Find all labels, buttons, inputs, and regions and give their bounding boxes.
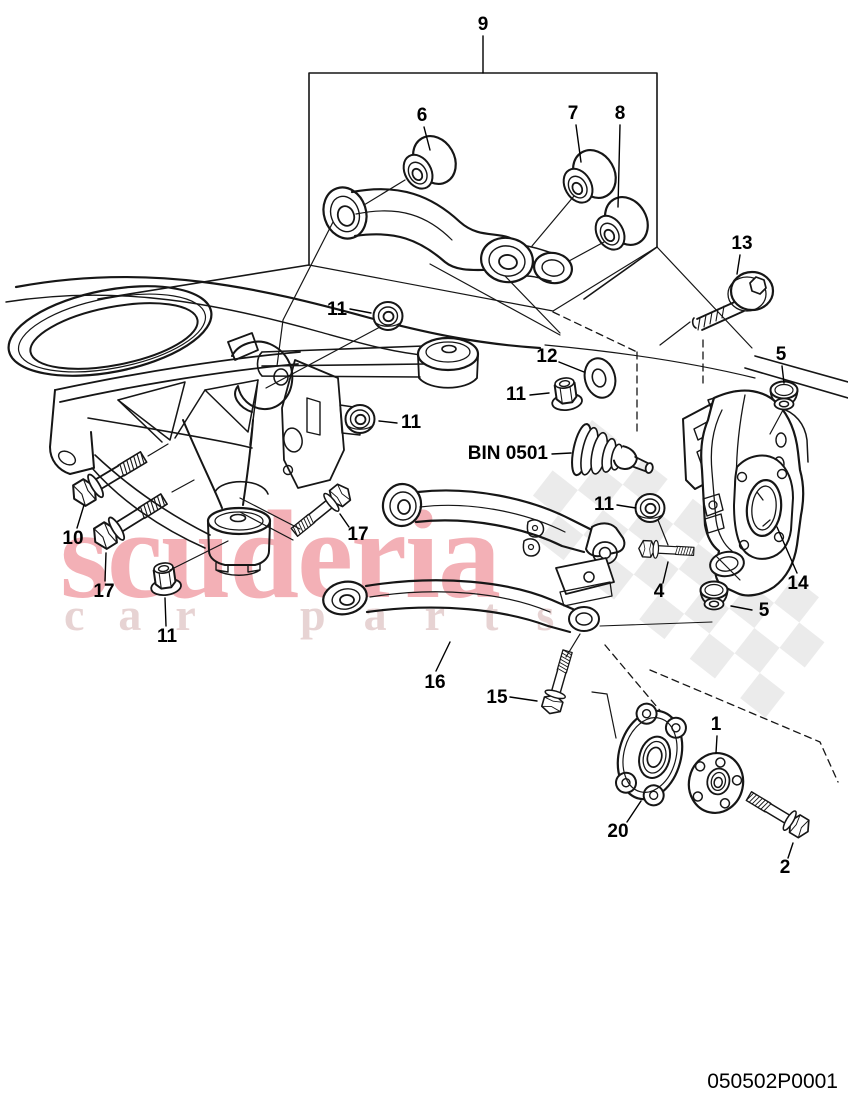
callout-5-b: 5 [759, 600, 770, 621]
callout-8: 8 [615, 103, 626, 124]
nut-11-d [634, 493, 666, 523]
nut-11-a [372, 301, 404, 331]
hub-flange [687, 752, 745, 814]
cv-joint-boot [571, 423, 654, 477]
callout-9: 9 [478, 14, 489, 35]
upper-link-arm [381, 482, 626, 565]
callout-11-c: 11 [401, 412, 422, 433]
toe-bracket [555, 557, 615, 607]
watermark: scuderia car parts [60, 486, 554, 640]
callout-11-a: 11 [327, 299, 348, 320]
callout-11-d: 11 [594, 494, 615, 515]
wheel-knuckle [682, 389, 809, 597]
callout-11-b: 11 [506, 384, 527, 405]
upper-control-arm [322, 186, 573, 285]
watermark-brand-text: scuderia [60, 486, 500, 625]
watermark-tagline-word1: car [64, 589, 230, 640]
callout-4: 4 [654, 581, 665, 602]
callout-bin-0501: BIN 0501 [468, 443, 549, 464]
bushing-5-upper [769, 380, 799, 411]
callout-leader-lines [76, 35, 798, 859]
callout-12: 12 [536, 346, 557, 367]
callout-20: 20 [607, 821, 628, 842]
subframe [5, 275, 848, 576]
projection-dashed-lines [552, 311, 839, 783]
callout-6: 6 [417, 105, 428, 126]
wheel-hub [615, 702, 687, 807]
callout-1: 1 [711, 714, 722, 735]
callout-14: 14 [787, 573, 809, 594]
callout-10: 10 [62, 528, 83, 549]
subframe-bushing-disc [416, 336, 480, 389]
callout-2: 2 [780, 857, 791, 878]
drawing-code: 050502P0001 [707, 1070, 838, 1093]
subframe-cylinder-bushing [206, 506, 272, 576]
lower-link-arm [322, 579, 713, 634]
callout-17-right: 17 [347, 524, 368, 545]
washer-12 [583, 357, 617, 399]
callout-7: 7 [568, 103, 579, 124]
misc-projection-lines [147, 321, 784, 739]
nut-11-b [344, 404, 376, 434]
callout-17-left: 17 [93, 581, 114, 602]
callout-13: 13 [731, 233, 752, 254]
callout-11-e: 11 [157, 626, 178, 647]
bolt-13 [691, 270, 775, 331]
callout-labels: 9 6 7 8 13 11 12 11 5 11 BIN 0501 11 10 … [62, 14, 809, 878]
bushing-5-lower [699, 580, 729, 611]
callout-5-a: 5 [776, 344, 787, 365]
diagram-linework [5, 72, 848, 842]
callout-16: 16 [424, 672, 445, 693]
assembly-projection-lines [276, 179, 605, 367]
callout-15: 15 [486, 687, 508, 708]
